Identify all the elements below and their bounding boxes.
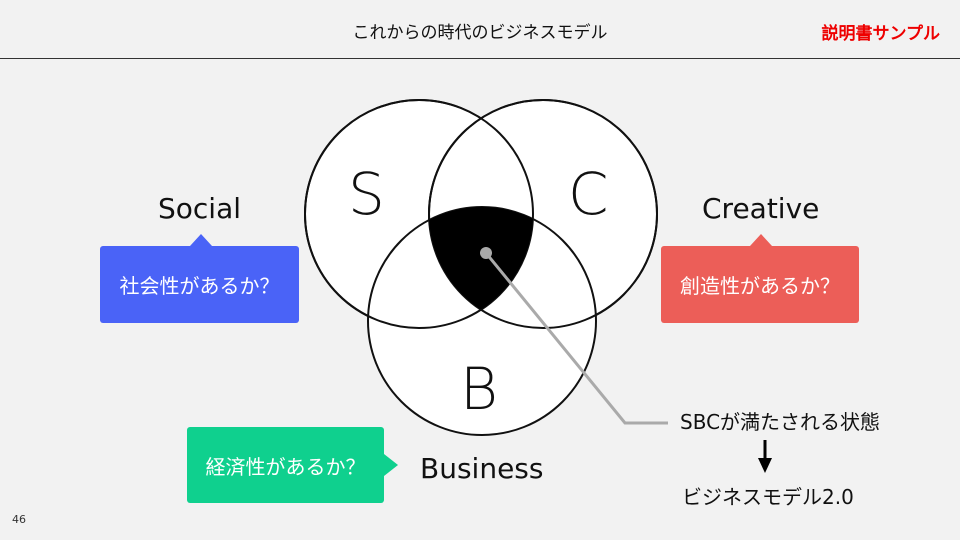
venn-c-letter: C — [568, 160, 609, 228]
venn-b-letter: B — [460, 355, 498, 423]
arrow-down-icon — [758, 458, 772, 473]
creative-callout: 創造性があるか？ — [661, 246, 859, 323]
business-model-text: ビジネスモデル2.0 — [682, 485, 854, 509]
connector-dot — [480, 247, 492, 259]
business-callout: 経済性があるか？ — [187, 427, 384, 503]
sample-label: 説明書サンプル — [821, 24, 941, 44]
connector-line — [484, 252, 668, 425]
header-divider — [0, 58, 960, 59]
business-label: Business — [420, 452, 544, 485]
social-callout: 社会性があるか？ — [100, 246, 299, 323]
social-label: Social — [158, 192, 242, 225]
business-pointer — [384, 454, 398, 476]
venn-s-letter: S — [348, 160, 385, 228]
social-pointer — [190, 234, 212, 246]
page-title: これからの時代のビジネスモデル — [352, 23, 608, 43]
page-number: 46 — [12, 513, 26, 526]
sbc-state-text: SBCが満たされる状態 — [680, 410, 881, 434]
creative-pointer — [750, 234, 772, 246]
creative-label: Creative — [702, 192, 820, 225]
sbc-intersection — [429, 207, 533, 328]
